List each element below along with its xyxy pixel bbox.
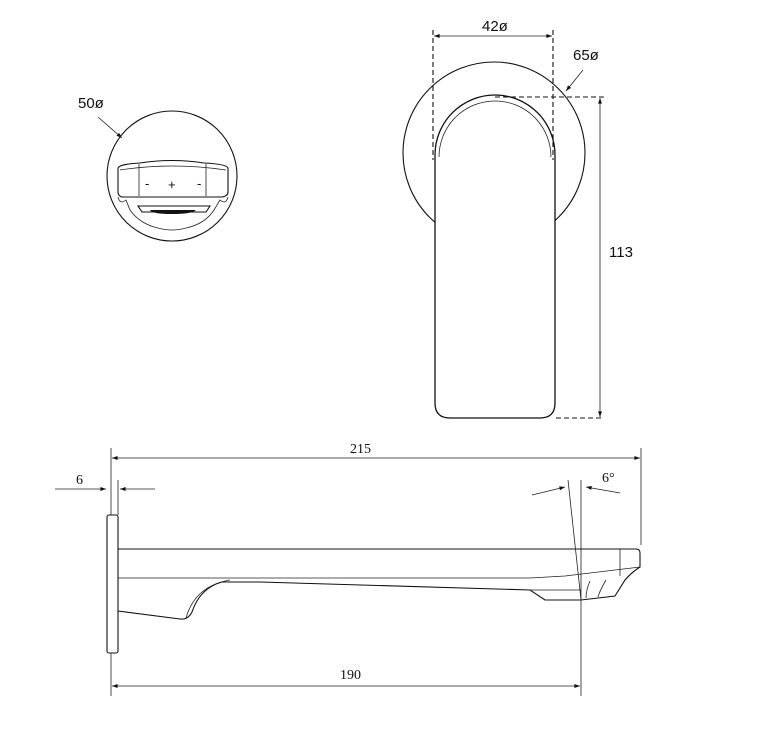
minus-symbol-right: -	[197, 176, 201, 191]
plate-leader	[565, 69, 584, 92]
angle-6-label: 6°	[602, 471, 615, 486]
wall-plate	[106, 514, 119, 654]
handle-front-outline	[434, 94, 556, 419]
spout-outline	[117, 548, 641, 620]
diameter-50-label: 50ø	[78, 95, 104, 112]
side-view: 215 6 6° 190	[55, 442, 642, 696]
top-view-plate-circle	[106, 110, 238, 242]
diameter-leader	[97, 116, 123, 139]
plus-symbol: +	[168, 177, 176, 192]
width-42-label: 42ø	[482, 18, 508, 35]
handle-front-inner-edge	[438, 100, 552, 158]
minus-symbol-left: -	[145, 176, 149, 191]
top-view: 50ø - + -	[78, 95, 238, 242]
thickness-6-label: 6	[76, 473, 83, 488]
handle-top-outline	[117, 159, 229, 231]
plate-65-label: 65ø	[573, 47, 599, 64]
height-113-label: 113	[609, 244, 633, 261]
length-215-label: 215	[350, 442, 371, 457]
projection-190-label: 190	[340, 668, 361, 683]
front-view: 42ø 65ø 113	[402, 18, 633, 419]
